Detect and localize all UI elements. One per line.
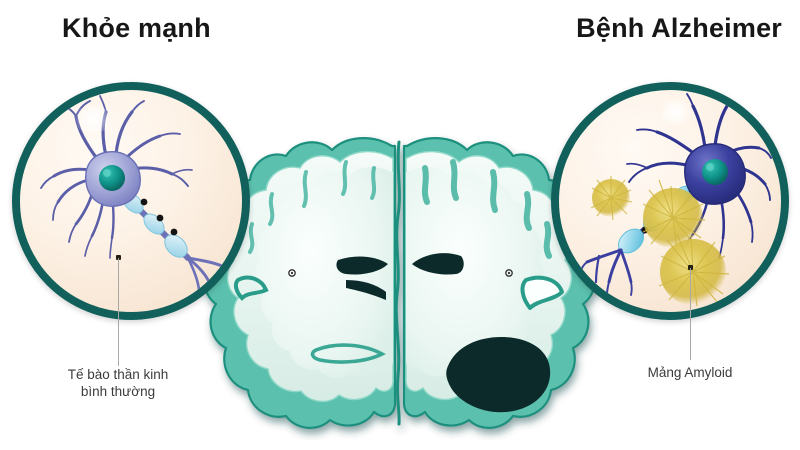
caption-amyloid-plaque: Mảng Amyloid: [647, 365, 733, 380]
hemisphere-left-healthy: [203, 137, 397, 429]
healthy-neuron-svg: [40, 95, 230, 301]
amyloid-plaque: [590, 176, 633, 221]
caption-normal-nerve-cell: Tế bào thần kinh bình thường: [67, 367, 169, 399]
ventricle-left-normal: [336, 256, 388, 275]
longitudinal-fissure: [394, 140, 401, 426]
anatomy-marker-left: [288, 269, 296, 277]
nodes-of-ranvier: [140, 198, 178, 236]
nucleus: [99, 165, 125, 191]
axon-terminals: [579, 248, 633, 296]
nucleus: [702, 159, 728, 185]
brain-hemispheres: [203, 137, 596, 429]
leader-dot-alzheimer: [688, 265, 693, 270]
ventricle-enlarged-inferior: [446, 337, 551, 413]
hemisphere-right-alzheimer: [402, 137, 596, 429]
neuron-soma: [684, 143, 746, 205]
anatomy-marker-right: [505, 269, 513, 277]
healthy-neuron-magnifier: [12, 82, 250, 320]
title-alzheimer: Bệnh Alzheimer: [576, 13, 782, 43]
alzheimer-neuron-magnifier: [551, 82, 789, 320]
leader-dot-healthy: [116, 255, 121, 260]
ventricle-right-enlarged: [412, 253, 464, 275]
title-healthy: Khỏe mạnh: [62, 13, 211, 43]
dendrites: [626, 93, 772, 259]
axon: [117, 187, 230, 301]
leader-line-healthy: [118, 258, 119, 366]
amyloid-plaque: [658, 233, 730, 307]
brain-svg: [203, 137, 596, 429]
leader-line-alzheimer: [690, 268, 691, 360]
amyloid-plaques: [590, 176, 730, 307]
neuron-soma: [85, 151, 141, 207]
amyloid-plaque: [642, 179, 706, 251]
brain-cross-section: [196, 128, 606, 440]
alzheimer-neuron-svg: [579, 93, 772, 307]
